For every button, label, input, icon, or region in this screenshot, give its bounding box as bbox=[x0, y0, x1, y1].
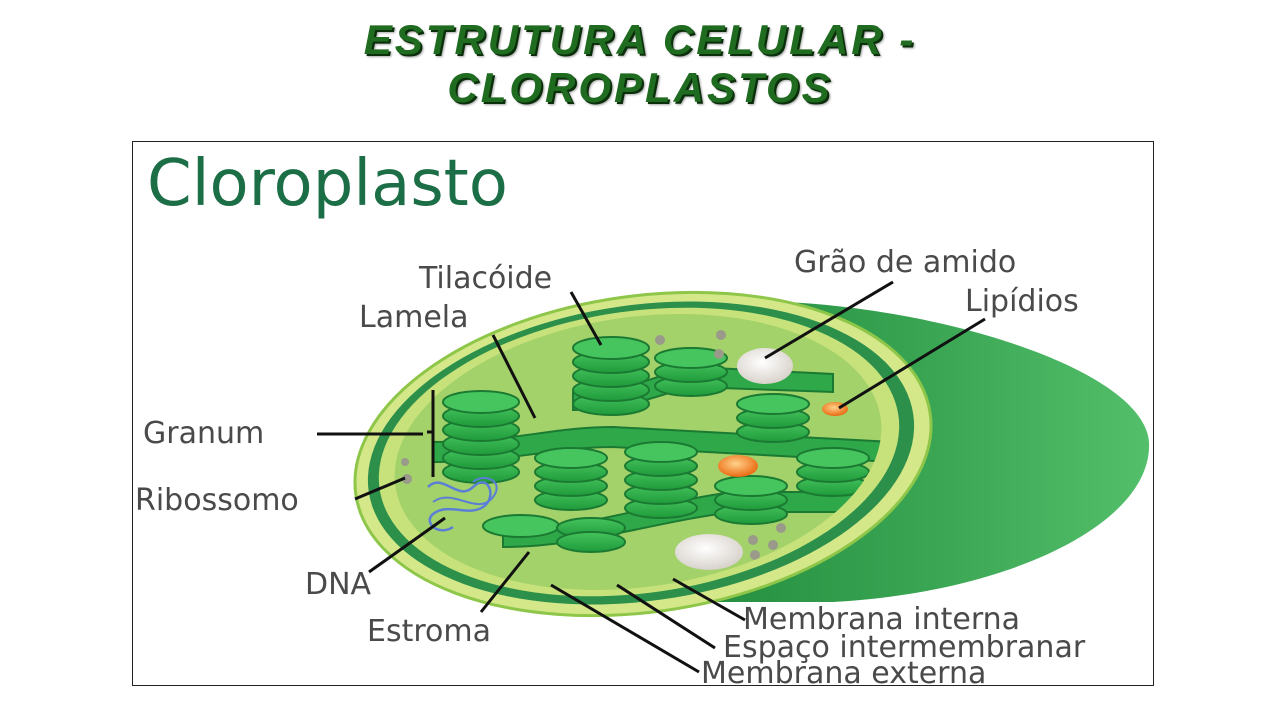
label-ribossomo: Ribossomo bbox=[135, 483, 299, 518]
granum-stack-bottom bbox=[482, 514, 626, 553]
leader-dna bbox=[368, 516, 446, 574]
label-membrana-interna: Membrana interna bbox=[743, 602, 1020, 637]
leader-estroma bbox=[479, 551, 531, 613]
slide-title-line-2: CLOROPLASTOS bbox=[447, 64, 833, 111]
leader-ribossomo bbox=[354, 476, 406, 501]
granum-bracket bbox=[427, 390, 435, 477]
label-tilacoide: Tilacóide bbox=[418, 261, 552, 296]
label-estroma: Estroma bbox=[367, 614, 491, 649]
slide-title: ESTRUTURA CELULAR - CLOROPLASTOS bbox=[0, 16, 1280, 112]
leader-grao-de-amido bbox=[764, 280, 894, 360]
ribosomes bbox=[401, 330, 786, 560]
granum-stack-lower-right bbox=[714, 475, 788, 525]
granum-stack-top-right bbox=[654, 347, 728, 397]
chloroplast-diagram: Cloroplasto bbox=[135, 147, 1150, 685]
label-dna: DNA bbox=[305, 567, 372, 602]
lipid-droplet-2 bbox=[718, 455, 758, 477]
chloroplast-diagram-frame: Cloroplasto bbox=[132, 141, 1154, 686]
leader-lamela bbox=[491, 334, 537, 419]
granum-stack-top bbox=[572, 336, 650, 416]
starch-grain-bottom bbox=[675, 534, 743, 570]
label-lipidios: Lipídios bbox=[965, 284, 1079, 319]
slide-title-line-1: ESTRUTURA CELULAR - bbox=[363, 16, 917, 63]
granum-stack-far-right bbox=[796, 447, 870, 497]
leader-tilacoide bbox=[569, 291, 603, 346]
granum-stack-center bbox=[534, 447, 608, 511]
label-grao-de-amido: Grão de amido bbox=[794, 245, 1016, 280]
leader-membrana-externa bbox=[550, 583, 700, 674]
label-lamela: Lamela bbox=[359, 300, 469, 335]
starch-grain-top bbox=[737, 348, 793, 384]
granum-stack-right bbox=[736, 393, 810, 443]
dna-icon bbox=[427, 481, 492, 532]
label-granum: Granum bbox=[143, 416, 264, 451]
granum-stack-middle bbox=[624, 441, 698, 519]
granum-stack-left bbox=[442, 390, 520, 484]
diagram-heading: Cloroplasto bbox=[147, 147, 508, 221]
label-espaco-intermembranar: Espaço intermembranar bbox=[723, 630, 1086, 665]
leader-espaco-intermembranar bbox=[616, 583, 716, 650]
leader-lipidios bbox=[838, 317, 986, 410]
dna-strand-2 bbox=[432, 477, 498, 506]
leader-membrana-interna bbox=[672, 577, 746, 622]
label-membrana-externa: Membrana externa bbox=[701, 656, 986, 685]
